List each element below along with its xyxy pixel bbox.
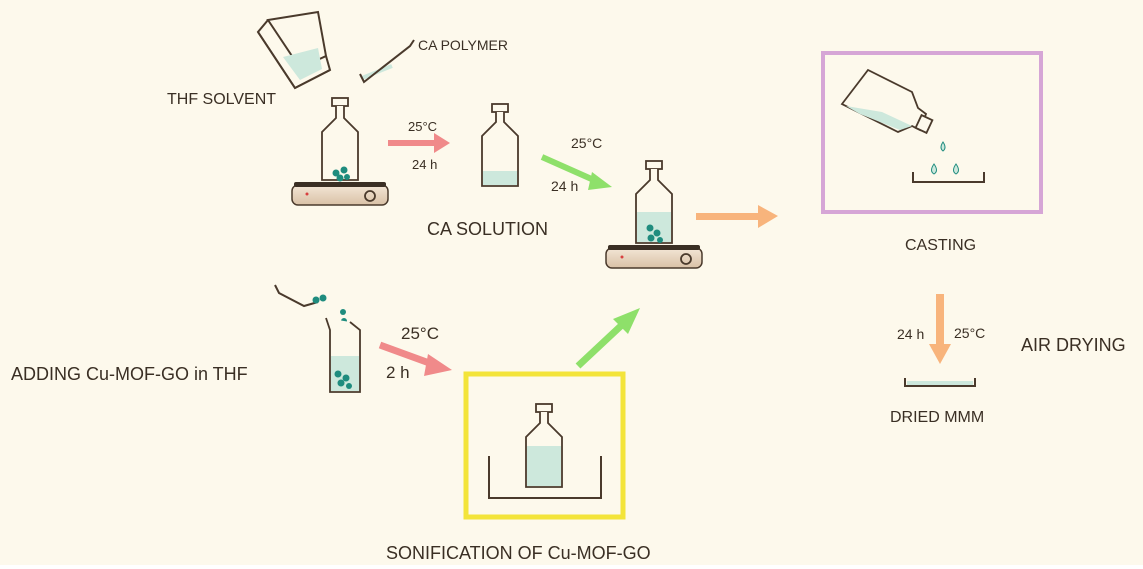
- petri-dish-icon: [904, 378, 976, 387]
- reagent-bottle-icon: [321, 97, 359, 182]
- arrow-to-casting: [696, 205, 778, 228]
- drying-time: 24 h: [897, 326, 925, 342]
- drying-temperature: 25°C: [954, 325, 986, 341]
- spatula-icon: [274, 284, 347, 324]
- arrow-step2: [540, 154, 612, 190]
- step3-time: 2 h: [386, 363, 410, 382]
- ca-polymer-label: CA POLYMER: [418, 37, 508, 53]
- beaker-pouring-icon: [256, 10, 332, 90]
- air-drying-label: AIR DRYING: [1021, 335, 1126, 355]
- arrow-step3: [378, 341, 452, 376]
- petri-dish-icon: [912, 172, 985, 183]
- droplets-icon: [931, 141, 959, 175]
- ultrasonic-bath-icon: [488, 456, 602, 499]
- step1-time: 24 h: [412, 157, 438, 172]
- reagent-bottle-icon: [525, 403, 563, 488]
- adding-cu-mof-go-label: ADDING Cu-MOF-GO in THF: [11, 364, 248, 384]
- beaker-icon: [325, 317, 361, 393]
- magnetic-stirrer-icon: [291, 182, 389, 206]
- magnetic-stirrer-icon: [605, 245, 703, 269]
- sonication-frame: [463, 371, 626, 520]
- casting-frame: [821, 51, 1043, 214]
- dried-mmm-label: DRIED MMM: [890, 409, 985, 426]
- step1-temperature: 25°C: [408, 119, 438, 134]
- arrow-step1: [388, 133, 450, 153]
- sonification-label: SONIFICATION OF Cu-MOF-GO: [386, 543, 651, 563]
- arrow-step4: [575, 308, 640, 369]
- ca-solution-bottle-icon: [481, 103, 519, 187]
- step3-temperature: 25°C: [401, 324, 439, 343]
- thf-solvent-label: THF SOLVENT: [167, 91, 277, 108]
- casting-label: CASTING: [905, 237, 977, 254]
- spatula-icon: [359, 39, 415, 84]
- arrow-air-drying: [929, 294, 951, 364]
- step2-temperature: 25°C: [571, 135, 603, 151]
- casting-bottle-pouring-icon: [840, 68, 934, 135]
- ca-solution-label: CA SOLUTION: [427, 219, 549, 239]
- step2-time: 24 h: [551, 178, 579, 194]
- mixture-bottle-icon: [635, 160, 673, 244]
